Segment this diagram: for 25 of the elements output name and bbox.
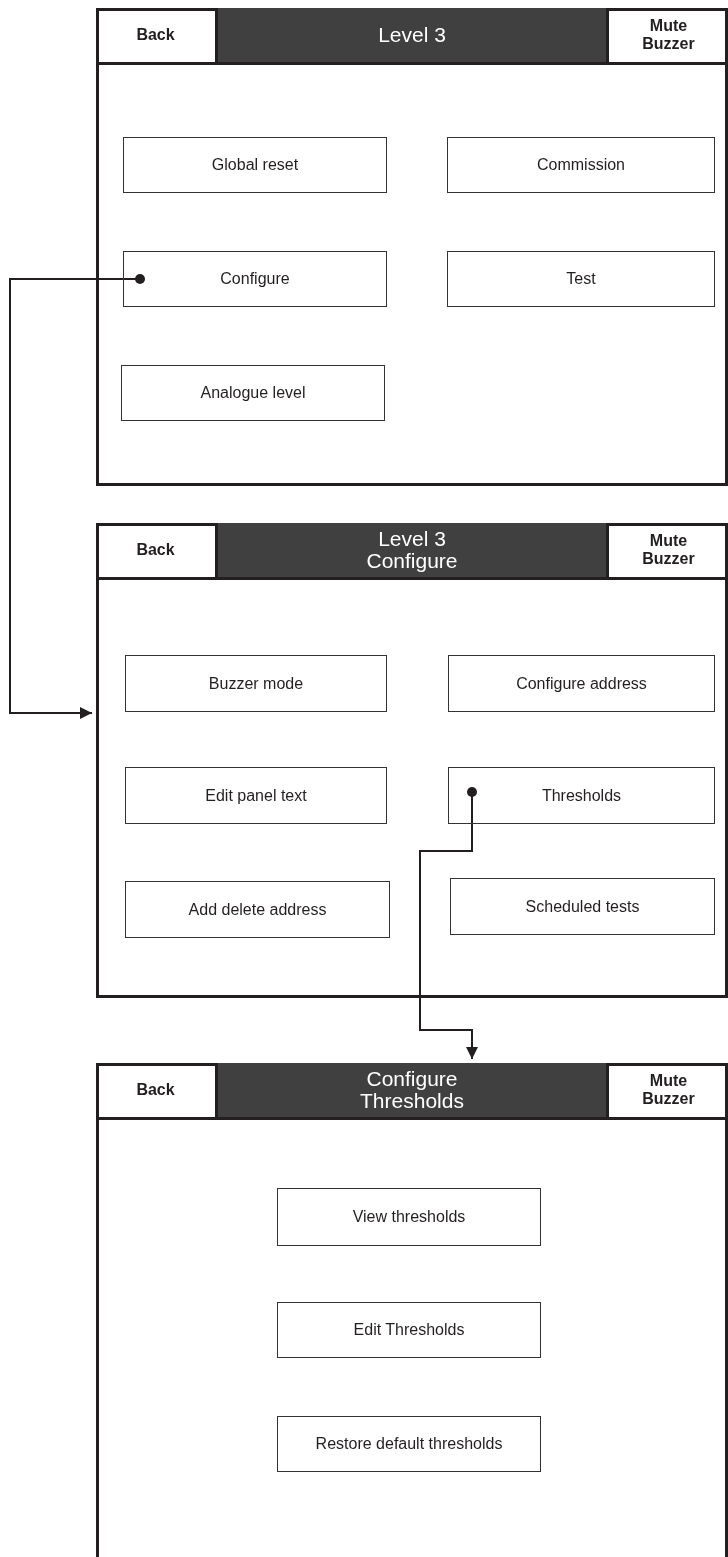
menu-button: Thresholds — [448, 767, 715, 824]
menu-button: Scheduled tests — [450, 878, 715, 935]
menu-button: Analogue level — [121, 365, 385, 421]
screen-title-bar: Configure Thresholds — [218, 1063, 606, 1120]
menu-button: Configure address — [448, 655, 715, 712]
mute-buzzer-button: Mute Buzzer — [606, 1063, 728, 1120]
menu-button: Edit Thresholds — [277, 1302, 541, 1358]
screen-title-bar: Level 3 Configure — [218, 523, 606, 580]
arrow — [419, 787, 478, 1060]
menu-button: Buzzer mode — [125, 655, 387, 712]
screen-frame — [96, 523, 728, 998]
arrow — [9, 274, 145, 719]
screen-frame — [96, 1063, 728, 1557]
menu-button: View thresholds — [277, 1188, 541, 1246]
screen-title-bar: Level 3 — [218, 8, 606, 65]
menu-button: Commission — [447, 137, 715, 193]
menu-button: Global reset — [123, 137, 387, 193]
menu-button: Configure — [123, 251, 387, 307]
mute-buzzer-button: Mute Buzzer — [606, 523, 728, 580]
menu-button: Test — [447, 251, 715, 307]
screen-frame — [96, 8, 728, 486]
mute-buzzer-button: Mute Buzzer — [606, 8, 728, 65]
menu-button: Edit panel text — [125, 767, 387, 824]
menu-button: Restore default thresholds — [277, 1416, 541, 1472]
menu-button: Add delete address — [125, 881, 390, 938]
